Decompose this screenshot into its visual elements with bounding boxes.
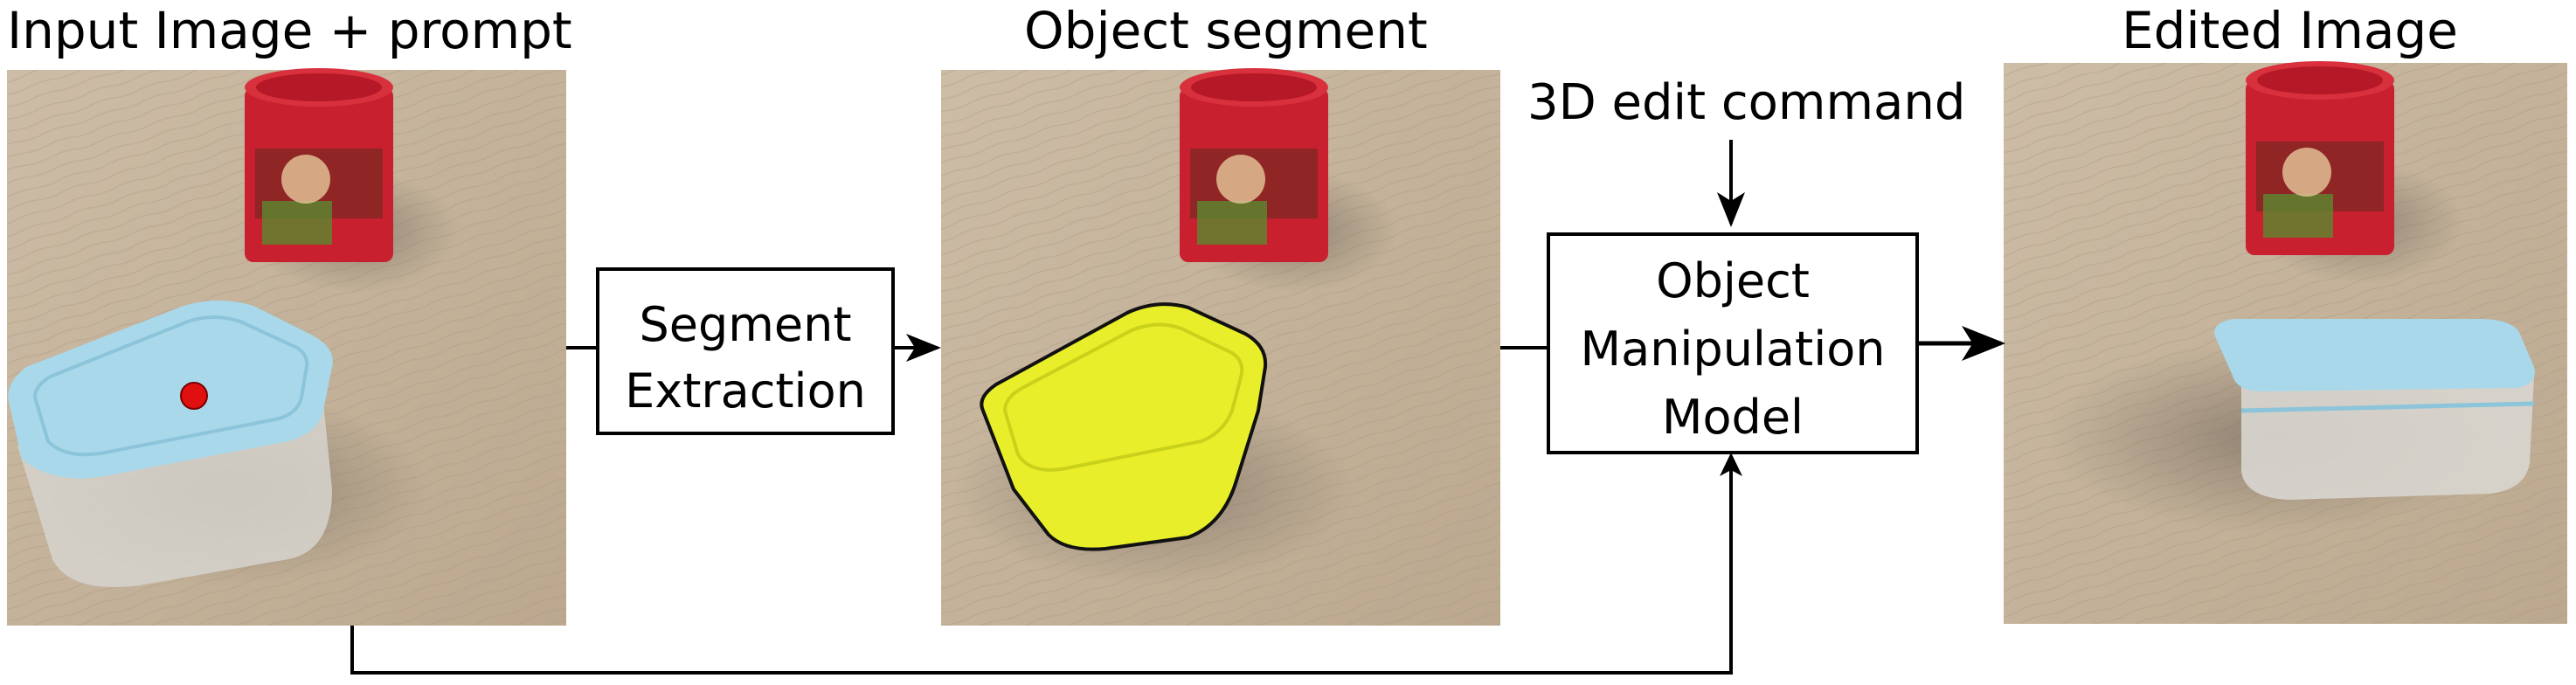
input-image bbox=[7, 68, 566, 626]
manipulation-label-3: Model bbox=[1661, 390, 1804, 445]
segment-extraction-label-2: Extraction bbox=[625, 363, 866, 419]
segment-extraction-label-1: Segment bbox=[639, 297, 852, 352]
manipulation-label-2: Manipulation bbox=[1580, 322, 1886, 377]
raisin-can bbox=[245, 68, 393, 262]
edit-command-label: 3D edit command bbox=[1527, 74, 1966, 131]
connector-input-to-model bbox=[350, 459, 1733, 675]
edited-container bbox=[2214, 319, 2535, 500]
input-panel-title: Input Image + prompt bbox=[7, 1, 572, 60]
raisin-can bbox=[2246, 61, 2394, 255]
prompt-point bbox=[180, 382, 208, 410]
segment-extraction-box: Segment Extraction bbox=[596, 267, 895, 435]
manipulation-label-1: Object bbox=[1656, 253, 1810, 308]
segment-panel-title: Object segment bbox=[1024, 1, 1428, 60]
segment-mask bbox=[980, 302, 1268, 551]
plastic-container bbox=[8, 301, 333, 587]
edited-image bbox=[2004, 61, 2567, 624]
manipulation-model-box: Object Manipulation Model bbox=[1547, 232, 1919, 454]
edited-panel-title: Edited Image bbox=[2122, 1, 2458, 60]
raisin-can bbox=[1180, 68, 1328, 262]
arrow-input-to-model-head bbox=[1720, 453, 1742, 476]
segment-image bbox=[941, 68, 1500, 626]
